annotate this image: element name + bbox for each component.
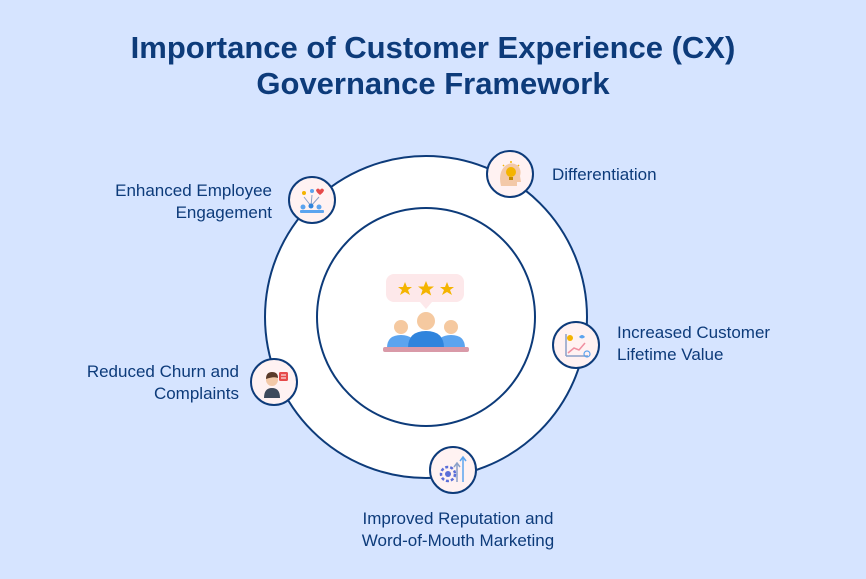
reputation-gear-arrows-icon bbox=[439, 455, 467, 483]
title-line-1: Importance of Customer Experience (CX) bbox=[130, 30, 736, 65]
reputation-label: Improved Reputation and Word-of-Mouth Ma… bbox=[361, 509, 555, 550]
differentiation-label: Differentiation bbox=[552, 165, 657, 184]
employee-engagement-label: Enhanced Employee Engagement bbox=[115, 181, 272, 222]
lightbulb-head-icon bbox=[500, 161, 521, 186]
customers-rating-icon bbox=[383, 274, 469, 352]
employee-engagement-node bbox=[288, 176, 336, 224]
differentiation-node bbox=[486, 150, 534, 198]
rating-star-icon bbox=[398, 281, 454, 296]
churn-label: Reduced Churn and Complaints bbox=[86, 362, 239, 403]
churn-node bbox=[250, 358, 298, 406]
growth-chart-icon bbox=[565, 334, 591, 358]
support-agent-icon bbox=[264, 372, 288, 398]
title-line-2: Governance Framework bbox=[256, 66, 610, 101]
diagram-title: Importance of Customer Experience (CX) G… bbox=[0, 30, 866, 102]
team-engagement-icon bbox=[300, 188, 324, 213]
reputation-node bbox=[429, 446, 477, 494]
lifetime-value-label: Increased Customer Lifetime Value bbox=[617, 323, 771, 364]
lifetime-value-node bbox=[552, 321, 600, 369]
